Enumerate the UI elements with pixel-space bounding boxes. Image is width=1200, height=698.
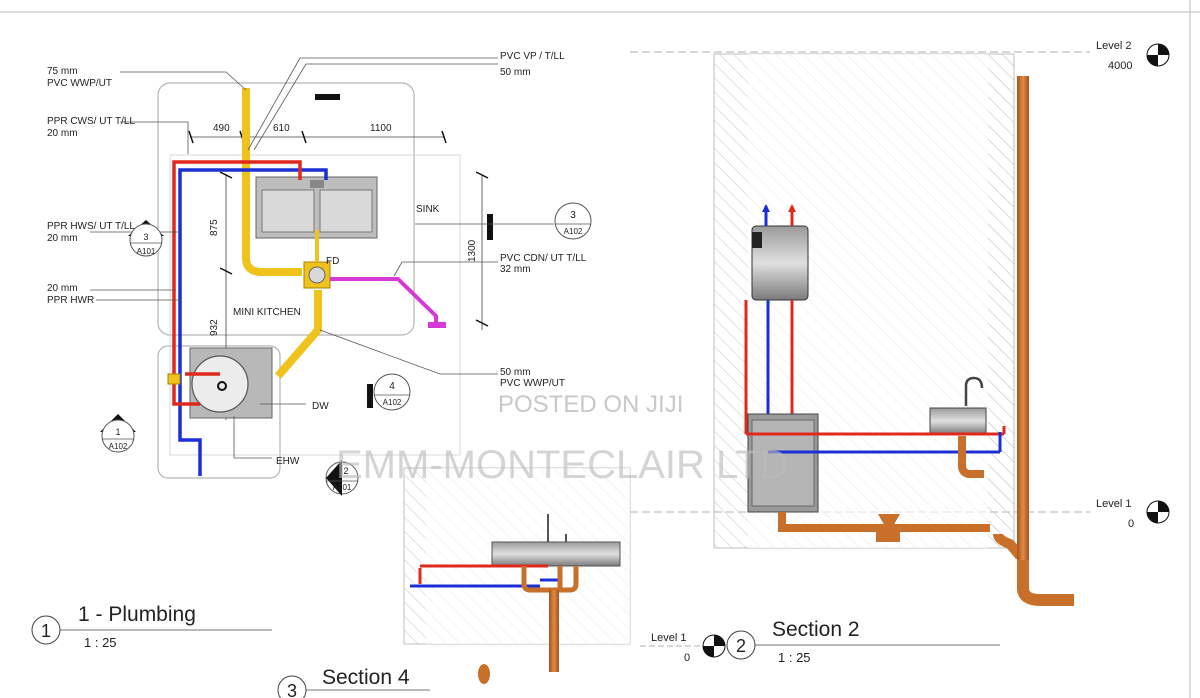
cold-water-pipe xyxy=(178,168,328,476)
label-pvc-cdn: PVC CDN/ UT T/LL xyxy=(500,253,587,264)
plan-scale: 1 : 25 xyxy=(84,635,117,650)
grid-outline xyxy=(169,154,461,456)
section2-title-block: 2 Section 2 1 : 25 xyxy=(726,618,1000,665)
label-pvc-vp: PVC VP / T/LL xyxy=(500,51,565,62)
svg-text:A101: A101 xyxy=(333,483,352,492)
section2-level1-name: Level 1 xyxy=(1096,498,1131,510)
svg-text:A101: A101 xyxy=(137,247,156,256)
label-pvc-wwp: PVC WWP/UT xyxy=(47,78,112,89)
sink-bowl-right xyxy=(319,189,373,233)
section4-number: 3 xyxy=(287,681,297,698)
svg-text:2: 2 xyxy=(343,466,348,476)
wall-mark-bottom xyxy=(367,384,373,408)
section4-level-marker xyxy=(702,634,726,658)
section-4: Level 1 0 3 Section 4 xyxy=(277,467,726,698)
section-2: Level 2 4000 Level 1 0 2 Section 2 1 : 2… xyxy=(630,40,1170,665)
svg-text:A102: A102 xyxy=(564,227,583,236)
section2-level2-name: Level 2 xyxy=(1096,40,1131,52)
svg-text:A102: A102 xyxy=(383,398,402,407)
section2-level2-value: 4000 xyxy=(1108,60,1132,72)
svg-text:3: 3 xyxy=(143,232,148,242)
callout-3-a102[interactable]: 3 A102 xyxy=(415,202,592,240)
label-ppr-hwr-size: 20 mm xyxy=(47,283,78,294)
label-ppr-hws-size: 20 mm xyxy=(47,233,78,244)
label-pvc-cdn-size: 32 mm xyxy=(500,264,531,275)
dim-1300: 1300 xyxy=(467,239,478,262)
callout-1-a102[interactable]: 1 A102 xyxy=(100,414,136,453)
sink-bowl-left xyxy=(261,189,315,233)
section2-level1-marker xyxy=(1146,500,1170,524)
label-ppr-hwr: PPR HWR xyxy=(47,295,94,306)
fd-label: FD xyxy=(326,256,339,267)
label-ppr-hws: PPR HWS/ UT T/LL xyxy=(47,221,135,232)
plan-title-block: 1 1 - Plumbing 1 : 25 xyxy=(31,603,272,650)
section2-scale: 1 : 25 xyxy=(778,650,811,665)
section2-title: Section 2 xyxy=(772,618,860,641)
callout-3-a101[interactable]: 3 A101 xyxy=(128,220,164,257)
hot-water-pipe xyxy=(172,160,302,406)
condensate-outlet xyxy=(428,322,446,328)
section4-sink xyxy=(491,541,621,567)
ehw-tank xyxy=(191,355,249,413)
plan-number: 1 xyxy=(41,621,51,641)
section4-title: Section 4 xyxy=(322,666,410,689)
label-ppr-cws: PPR CWS/ UT T/LL xyxy=(47,116,135,127)
section2-water-heater xyxy=(751,225,809,301)
callout-4-a102[interactable]: 4 A102 xyxy=(373,373,411,411)
section2-faucet xyxy=(964,376,984,406)
ehw-room-outline xyxy=(157,345,281,479)
condensate-pipe xyxy=(330,277,438,324)
waste-pipe-lower xyxy=(274,290,322,379)
waste-pipe-vertical xyxy=(242,88,302,276)
plan-title: 1 - Plumbing xyxy=(78,603,196,626)
label-wwp-lower-size: 50 mm xyxy=(500,367,531,378)
dim-875: 875 xyxy=(209,219,220,236)
dim-610: 610 xyxy=(273,123,290,134)
section2-stack-pipe xyxy=(1017,76,1029,562)
label-wwp-lower: PVC WWP/UT xyxy=(500,378,565,389)
label-ppr-cws-size: 20 mm xyxy=(47,128,78,139)
section4-level-name: Level 1 xyxy=(651,632,686,644)
watermark-company: EMM-MONTECLAIR LTD xyxy=(336,443,789,487)
sink-label: SINK xyxy=(416,204,440,215)
label-pvc-vp-size: 50 mm xyxy=(500,67,531,78)
section4-title-block: 3 Section 4 xyxy=(277,666,430,698)
mini-kitchen-label: MINI KITCHEN xyxy=(233,307,301,318)
callout-2-a101[interactable]: 2 A101 xyxy=(325,460,359,496)
dw-label: DW xyxy=(312,401,329,412)
section4-waste-pipe xyxy=(549,590,559,672)
wall-mark-top xyxy=(315,94,340,100)
section2-number: 2 xyxy=(736,636,746,656)
svg-text:A102: A102 xyxy=(109,442,128,451)
section4-level-value: 0 xyxy=(684,652,690,664)
section2-floor-drain xyxy=(878,514,900,528)
section2-sink xyxy=(929,407,987,435)
sink-tap xyxy=(310,180,324,188)
watermark-posted: POSTED ON JIJI xyxy=(498,391,683,418)
wall-mark-right xyxy=(487,214,493,240)
ehw-label: EHW xyxy=(276,456,300,467)
svg-text:3: 3 xyxy=(570,210,576,221)
plumbing-plan: 490 610 1100 875 932 1300 SINK DW EHW FD xyxy=(31,51,592,650)
dim-932: 932 xyxy=(209,319,220,336)
dim-490: 490 xyxy=(213,123,230,134)
dim-1100: 1100 xyxy=(370,123,392,134)
section2-level2-marker xyxy=(1146,43,1170,67)
svg-text:4: 4 xyxy=(389,381,395,392)
svg-text:1: 1 xyxy=(115,427,120,437)
section2-level1-value: 0 xyxy=(1128,518,1134,530)
label-wwp-size: 75 mm xyxy=(47,66,78,77)
